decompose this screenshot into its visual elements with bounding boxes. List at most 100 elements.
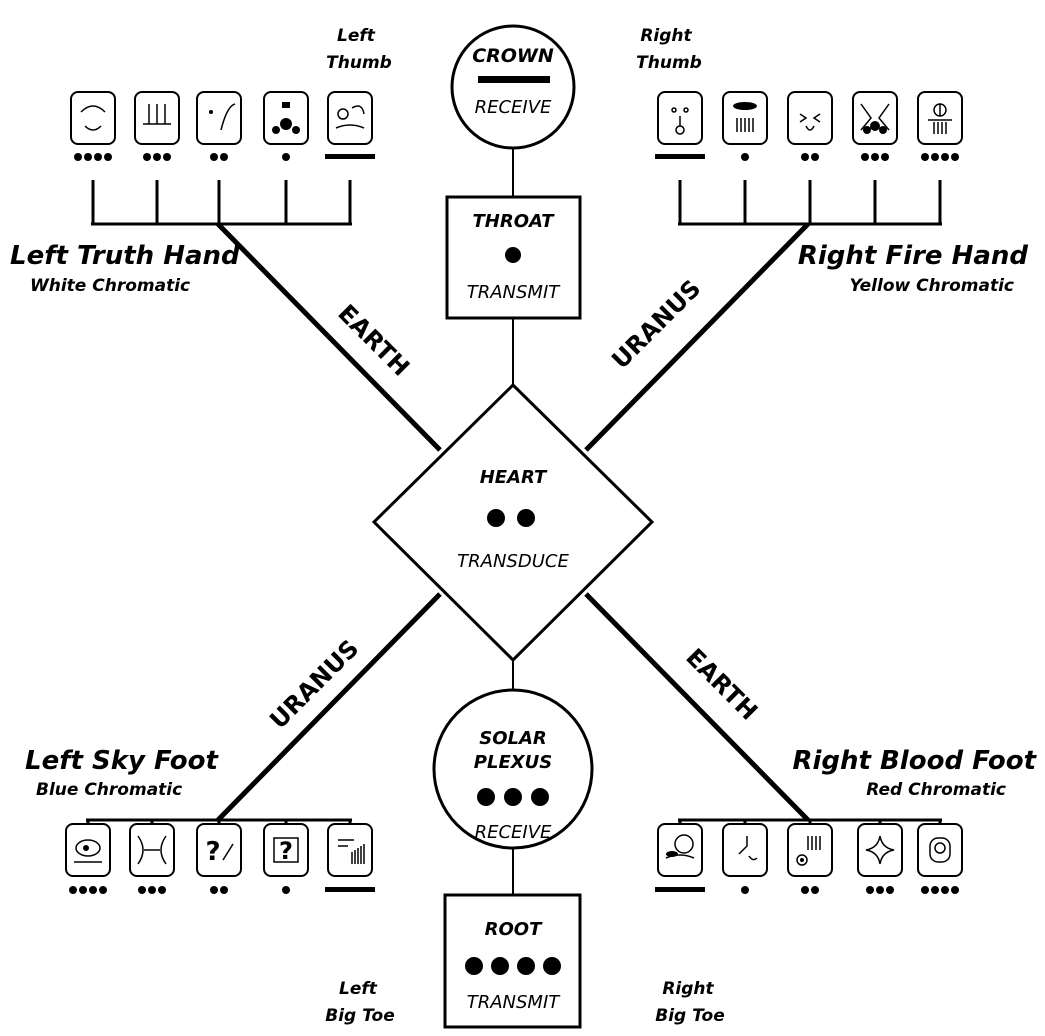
dot-notation	[99, 886, 107, 894]
left-big-toe-label-2: Big Toe	[325, 1006, 395, 1026]
dot-notation	[941, 153, 949, 161]
heart-dot-notation	[487, 509, 505, 527]
solar-dot-notation	[531, 788, 549, 806]
heart-diamond	[371, 382, 655, 663]
dot-notation	[89, 886, 97, 894]
throat-node: THROAT TRANSMIT	[445, 195, 582, 320]
left-hand-chromatic: White Chromatic	[30, 276, 190, 296]
branch-upper-right	[584, 222, 810, 452]
root-title: ROOT	[485, 919, 543, 940]
dot-notation	[741, 886, 749, 894]
throat-subtitle: TRANSMIT	[467, 282, 562, 303]
dot-notation	[876, 886, 884, 894]
solar-dot-notation	[477, 788, 495, 806]
dot-notation	[282, 153, 290, 161]
right-hand-name: Right Fire Hand	[798, 241, 1029, 271]
dot-notation	[931, 886, 939, 894]
root-dot-notation	[465, 957, 483, 975]
dot-notation	[79, 886, 87, 894]
sun-glyph-icon	[657, 91, 703, 145]
branch-label-lower-right: EARTH	[680, 643, 763, 726]
dot-notation	[871, 153, 879, 161]
solar-plexus-circle	[432, 688, 594, 850]
earth-glyph-icon	[327, 823, 373, 877]
dragon-glyph-icon	[852, 91, 898, 145]
right-hand-chromatic: Yellow Chromatic	[850, 276, 1014, 296]
warrior-glyph-icon	[857, 823, 903, 877]
night-glyph-icon	[263, 91, 309, 145]
dot-notation	[94, 153, 102, 161]
solar-plexus-title-1: SOLAR	[479, 728, 547, 749]
moon-glyph-icon	[657, 823, 703, 877]
left-foot-group: ??	[65, 818, 375, 894]
hand-glyph-icon	[134, 91, 180, 145]
eagle-glyph-icon	[65, 823, 111, 877]
dot-notation	[148, 886, 156, 894]
worldbridger-glyph-icon	[917, 823, 963, 877]
monkey-glyph-icon	[196, 91, 242, 145]
skywalker-glyph-icon	[129, 823, 175, 877]
dot-notation	[921, 886, 929, 894]
solar-dot-notation	[504, 788, 522, 806]
dot-notation	[921, 153, 929, 161]
wizard-glyph-icon	[722, 823, 768, 877]
bar-notation	[655, 887, 705, 892]
right-hand-group	[655, 91, 963, 226]
dot-notation	[220, 886, 228, 894]
bar-notation	[325, 154, 375, 159]
dot-notation	[69, 886, 77, 894]
crown-bar-notation	[478, 76, 550, 83]
star-glyph-icon	[787, 91, 833, 145]
dot-notation	[951, 886, 959, 894]
dot-notation	[158, 886, 166, 894]
dot-notation	[951, 153, 959, 161]
right-foot-chromatic: Red Chromatic	[866, 780, 1006, 800]
wind-glyph-icon	[70, 91, 116, 145]
right-big-toe-label-2: Big Toe	[655, 1006, 725, 1026]
right-big-toe-label-1: Right	[662, 979, 714, 999]
heart-subtitle: TRANSDUCE	[457, 551, 569, 572]
dot-notation	[210, 886, 218, 894]
root-node: ROOT TRANSMIT	[443, 893, 582, 1029]
root-dot-notation	[543, 957, 561, 975]
dot-notation	[886, 886, 894, 894]
dot-notation	[220, 153, 228, 161]
bar-notation	[655, 154, 705, 159]
dog-glyph-icon	[327, 91, 373, 145]
storm-glyph-icon: ?	[263, 823, 309, 877]
human-glyph-icon	[917, 91, 963, 145]
mirror-glyph-icon: ?	[196, 823, 242, 877]
dot-notation	[811, 886, 819, 894]
solar-plexus-node: SOLAR PLEXUS RECEIVE	[432, 688, 594, 850]
dot-notation	[801, 153, 809, 161]
branch-lower-right	[584, 592, 810, 822]
dot-notation	[74, 153, 82, 161]
right-thumb-label-1: Right	[640, 26, 692, 46]
heart-title: HEART	[480, 467, 548, 488]
dot-notation	[881, 153, 889, 161]
solar-plexus-subtitle: RECEIVE	[475, 822, 552, 843]
crown-circle	[450, 24, 576, 150]
root-subtitle: TRANSMIT	[467, 992, 562, 1013]
left-thumb-label-2: Thumb	[326, 53, 392, 73]
dot-notation	[138, 886, 146, 894]
dot-notation	[163, 153, 171, 161]
dot-notation	[801, 886, 809, 894]
dot-notation	[811, 153, 819, 161]
dot-notation	[210, 153, 218, 161]
crown-node: CROWN RECEIVE	[450, 24, 576, 150]
dot-notation	[741, 153, 749, 161]
svg-text:?: ?	[279, 837, 293, 865]
dot-notation	[941, 886, 949, 894]
right-foot-name: Right Blood Foot	[792, 746, 1037, 776]
left-hand-group	[70, 91, 375, 226]
heart-node: HEART TRANSDUCE	[371, 382, 655, 663]
dot-notation	[104, 153, 112, 161]
svg-text:?: ?	[205, 837, 220, 867]
root-dot-notation	[517, 957, 535, 975]
seed-glyph-icon	[722, 91, 768, 145]
heart-dot-notation	[517, 509, 535, 527]
serpent-glyph-icon	[787, 823, 833, 877]
dot-notation	[866, 886, 874, 894]
